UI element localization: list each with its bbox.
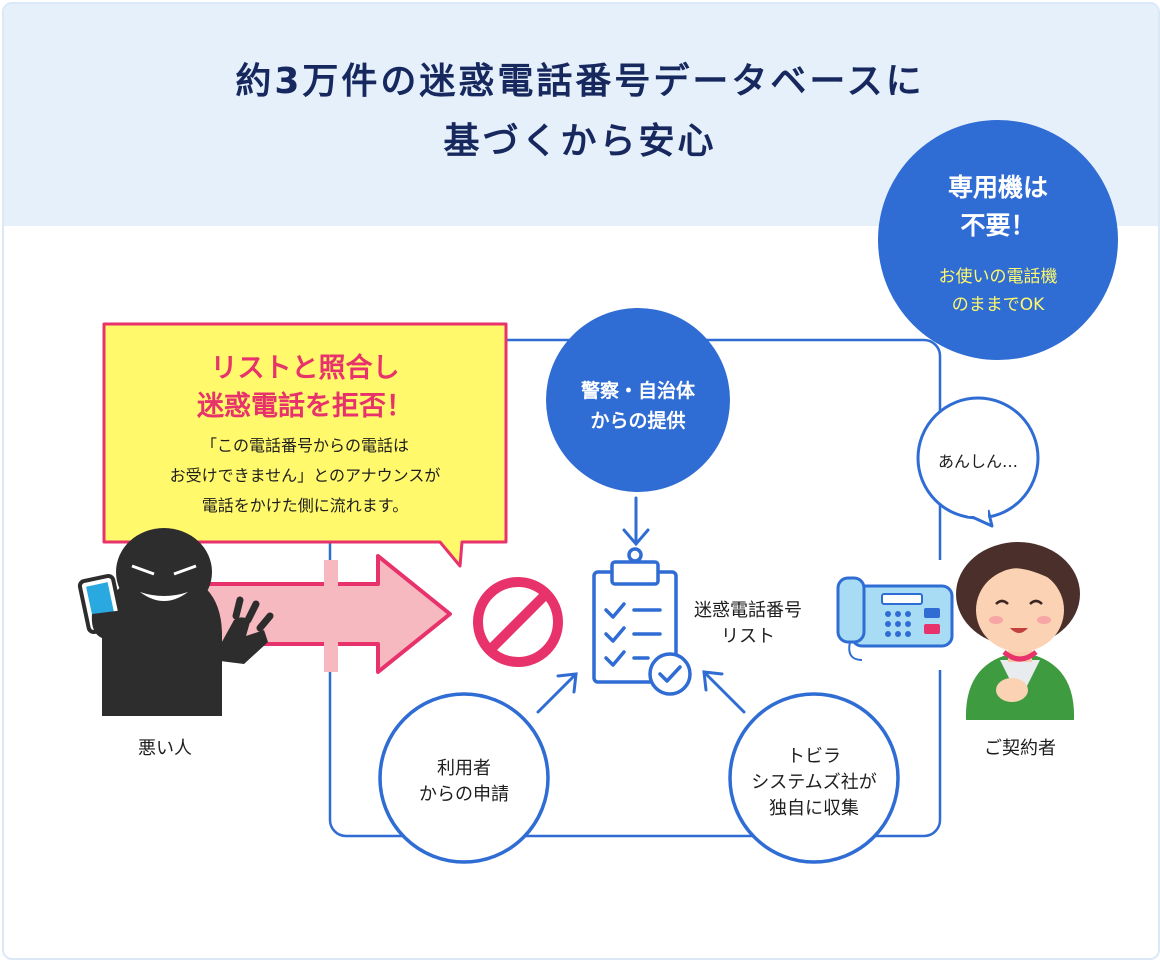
tobila-source-circle xyxy=(728,692,900,864)
arrow-users-to-list xyxy=(536,672,578,714)
police-source-circle xyxy=(546,308,730,492)
callout-heading-2: 迷惑電話を拒否！ xyxy=(197,391,413,422)
block-icon xyxy=(473,577,563,667)
badge-line-1: 専用機は xyxy=(947,173,1048,202)
customer-person-icon xyxy=(956,542,1080,720)
bad-person-label: 悪い人 xyxy=(138,738,192,759)
users-source-line-2: からの申請 xyxy=(419,784,509,805)
police-source-line-1: 警察・自治体 xyxy=(580,380,695,402)
callout-heading-1: リストと照合し xyxy=(210,353,400,384)
badge-circle xyxy=(878,120,1118,360)
customer-label: ご契約者 xyxy=(984,738,1056,759)
tobila-source-line-2: システムズ社が xyxy=(751,772,877,793)
police-source-line-2: からの提供 xyxy=(590,410,686,432)
customer-speech-bubble xyxy=(916,396,1040,528)
telephone-icon xyxy=(836,576,954,661)
title-line-1: 約3万件の迷惑電話番号データベースに xyxy=(235,61,925,102)
tobila-source-line-1: トビラ xyxy=(787,746,841,767)
page-title: 約3万件の迷惑電話番号データベースに 基づくから安心 xyxy=(0,52,1160,172)
callout-body-2: お受けできません」とのアナウンスが xyxy=(169,466,441,485)
title-line-2: 基づくから安心 xyxy=(443,121,717,162)
callout-body-3: 電話をかけた側に流れます。 xyxy=(201,496,409,515)
callout-body-1: 「この電話番号からの電話は xyxy=(200,436,409,455)
clipboard-list-icon xyxy=(592,547,692,696)
list-label-line-2: リスト xyxy=(721,626,775,647)
customer-speech-text: あんしん… xyxy=(937,452,1018,471)
users-source-line-1: 利用者 xyxy=(437,758,491,779)
badge-line-2: 不要！ xyxy=(960,211,1036,240)
badge-sub-2: のままでOK xyxy=(951,295,1045,315)
bad-person-icon xyxy=(77,528,274,716)
list-label-line-1: 迷惑電話番号 xyxy=(694,600,802,621)
arrow-tobila-to-list xyxy=(702,670,746,714)
badge-sub-1: お使いの電話機 xyxy=(938,267,1058,287)
users-source-circle xyxy=(378,692,550,864)
arrow-police-to-list xyxy=(622,496,650,547)
tobila-source-line-3: 独自に収集 xyxy=(769,798,859,819)
